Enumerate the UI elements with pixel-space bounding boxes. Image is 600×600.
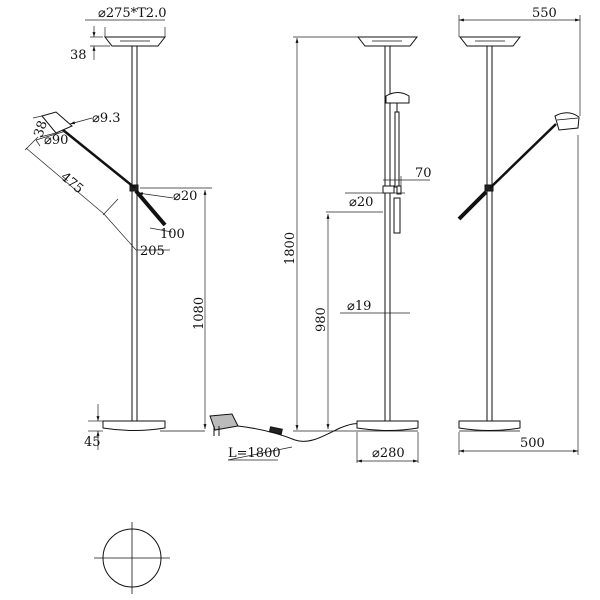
label-joint-height: 1080 <box>192 297 207 330</box>
right-pole <box>486 45 493 422</box>
label-head-height: 38 <box>32 119 51 139</box>
right-arm <box>489 123 557 189</box>
base-plan-view <box>94 522 170 594</box>
right-base <box>458 420 521 431</box>
pole <box>131 45 138 422</box>
label-knob-height: 980 <box>314 307 329 332</box>
label-reflector-height: 38 <box>70 48 87 63</box>
label-arm-offset: 205 <box>140 244 165 259</box>
left-side-view: ⌀275*T2.0 38 38 ⌀9.3 ⌀90 475 ⌀20 100 205 <box>24 6 212 450</box>
label-total-height: 1800 <box>283 232 298 265</box>
right-side-view: 550 500 <box>457 6 581 455</box>
label-knob-offset: 70 <box>415 166 432 181</box>
label-total-depth: 550 <box>532 6 557 21</box>
cable <box>237 423 363 442</box>
front-knob <box>382 185 395 194</box>
label-pole-diameter: ⌀19 <box>347 299 371 314</box>
front-handle <box>393 197 401 234</box>
reading-head <box>41 111 73 134</box>
right-reading-head <box>554 112 580 131</box>
label-wire-diameter: ⌀9.3 <box>92 111 121 126</box>
label-handle-length: 100 <box>160 227 185 242</box>
front-reflector <box>356 36 419 47</box>
front-base <box>356 420 419 431</box>
reflector-shade <box>103 36 167 47</box>
right-handle <box>457 190 488 221</box>
front-view: 1800 70 ⌀20 980 ⌀19 ⌀280 <box>283 36 432 463</box>
label-base-diameter: ⌀280 <box>372 446 405 461</box>
label-reflector-diameter: ⌀275*T2.0 <box>98 6 167 21</box>
label-base-height: 45 <box>84 435 101 450</box>
power-cable: L=1800 <box>209 413 363 461</box>
lamp-base <box>102 420 166 431</box>
reading-arm <box>62 129 136 189</box>
front-reading-head <box>385 92 410 104</box>
label-arm-length: 475 <box>57 170 86 197</box>
inline-switch <box>268 426 283 435</box>
label-joint-diameter: ⌀20 <box>173 189 197 204</box>
label-knob-diameter: ⌀20 <box>349 195 373 210</box>
right-reflector <box>458 36 522 47</box>
arm-handle <box>134 189 167 227</box>
label-cable-length: L=1800 <box>228 446 281 461</box>
label-head-diameter: ⌀90 <box>44 133 68 148</box>
label-base-depth: 500 <box>520 436 545 451</box>
